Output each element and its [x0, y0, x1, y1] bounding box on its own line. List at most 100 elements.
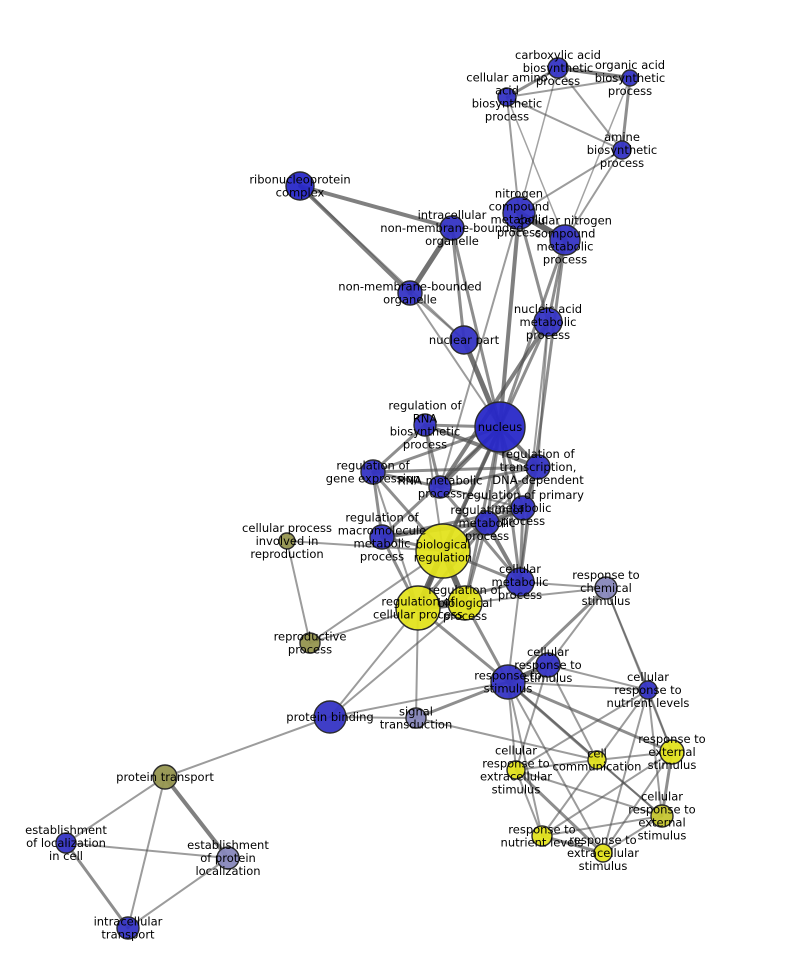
node-organic[interactable] — [621, 69, 639, 87]
node-respext[interactable] — [659, 739, 685, 765]
edge-cellrepro-reproc — [286, 540, 311, 644]
edge-carboxylic-nitrogen — [518, 67, 559, 214]
node-cellrepro[interactable] — [278, 532, 296, 550]
node-regbioproc[interactable] — [447, 585, 483, 621]
edge-cellrespextra-cellrespext — [515, 769, 663, 817]
node-respnut[interactable] — [531, 825, 553, 847]
edges-layer — [64, 66, 674, 930]
node-amino[interactable] — [497, 87, 517, 107]
edge-respstim-respext — [506, 680, 674, 754]
node-nuclearpart[interactable] — [449, 325, 479, 355]
edge-carboxylic-amine — [557, 67, 623, 151]
node-regtransc[interactable] — [525, 454, 551, 480]
edge-regtransc-reggene — [371, 465, 540, 474]
node-respstim[interactable] — [490, 664, 526, 700]
node-cellmetab[interactable] — [505, 567, 535, 597]
edge-amino-cellnitrogen — [506, 96, 566, 241]
edge-amine-cellnitrogen — [564, 149, 623, 241]
edge-regcellproc-protbind — [329, 607, 419, 718]
node-respextra[interactable] — [593, 843, 613, 863]
edge-nmborg-nucleus — [409, 292, 501, 428]
node-carboxylic[interactable] — [547, 57, 569, 79]
edge-carboxylic-organic — [556, 66, 632, 80]
edge-organic-amino — [506, 77, 631, 98]
node-cellcomm[interactable] — [587, 750, 607, 770]
edge-cellrespextra-respnut — [515, 769, 543, 837]
edge-rnp-nuclearpart — [299, 185, 465, 341]
edge-chemstim-cellrespnut — [605, 587, 649, 691]
node-cellrespext[interactable] — [650, 804, 674, 828]
node-chemstim[interactable] — [594, 576, 618, 600]
node-estprotloc[interactable] — [216, 846, 240, 870]
edge-respstim-respnut — [507, 681, 543, 837]
edge-estlocc-estprotloc — [65, 842, 229, 859]
edge-respext-respextra — [602, 751, 673, 854]
node-prottrans[interactable] — [152, 764, 178, 790]
edge-chemstim-respstim — [506, 586, 608, 684]
node-nitrogen[interactable] — [502, 196, 536, 230]
edge-nitrogen-rnametab — [439, 212, 520, 488]
node-reggene[interactable] — [360, 459, 386, 485]
node-cellnitrogen[interactable] — [549, 224, 581, 256]
node-nucleicacid[interactable] — [533, 307, 563, 337]
edge-rnp-intraorg — [298, 184, 454, 230]
edge-amino-amine — [506, 96, 623, 151]
edge-estlocc-intratrans — [64, 841, 130, 930]
edge-nucleicacid-cellmetab — [519, 321, 549, 583]
edge-regbioproc-protbind — [329, 602, 466, 718]
node-sigtrans[interactable] — [405, 707, 427, 729]
edge-chemstim-cellrespstim — [547, 587, 607, 666]
node-protbind[interactable] — [313, 700, 347, 734]
node-estlocc[interactable] — [55, 832, 77, 854]
edge-prottrans-intratrans — [127, 776, 166, 929]
node-regmetab[interactable] — [474, 510, 500, 536]
node-nmborg[interactable] — [397, 280, 423, 306]
node-rnp[interactable] — [285, 171, 315, 201]
edge-cellrespstim-cellcomm — [547, 664, 598, 761]
node-regmacro[interactable] — [369, 524, 395, 550]
edge-cellrespext-respnut — [541, 815, 663, 837]
edge-cellrespnut-respextra — [602, 689, 649, 854]
node-intratrans[interactable] — [116, 916, 140, 940]
node-reproc[interactable] — [299, 632, 321, 654]
edge-regtransc-rnametab — [438, 465, 540, 489]
node-rnametab[interactable] — [428, 475, 452, 499]
edge-protbind-respstim — [329, 681, 509, 718]
edge-cellrespstim-cellrespnut — [547, 664, 649, 691]
node-cellrespextra[interactable] — [506, 760, 526, 780]
edge-respstim-respextra — [507, 681, 604, 854]
node-regcellproc[interactable] — [395, 585, 441, 631]
edge-protbind-prottrans — [164, 716, 331, 778]
node-regrna[interactable] — [413, 413, 437, 437]
edge-organic-amine — [620, 76, 632, 152]
edge-rnametab-cellmetab — [438, 485, 522, 584]
edge-cellrespnut-cellrespextra — [515, 689, 649, 771]
edge-regmacro-regprimary — [380, 506, 525, 539]
node-regprimary[interactable] — [510, 495, 536, 521]
edge-rnametab-regprimary — [439, 486, 524, 509]
node-nucleus[interactable] — [474, 401, 526, 453]
edge-estprotloc-intratrans — [127, 857, 229, 929]
edge-respext-respnut — [541, 751, 673, 837]
node-intraorg[interactable] — [439, 215, 465, 241]
edge-cellcomm-cellrespext — [596, 759, 663, 817]
edge-respstim-cellrespnut — [507, 681, 649, 691]
edge-amino-nitrogen — [506, 96, 520, 214]
edge-organic-cellnitrogen — [564, 77, 631, 241]
node-cellrespnut[interactable] — [638, 680, 658, 700]
edge-cellrespextra-respextra — [514, 768, 605, 855]
node-cellrespstim[interactable] — [535, 652, 561, 678]
edge-intraorg-nucleus — [450, 226, 502, 429]
node-bioreg[interactable] — [415, 523, 471, 579]
edge-amine-nitrogen — [518, 149, 623, 214]
nodes-layer — [55, 57, 685, 940]
edge-cellnitrogen-nucleus — [498, 238, 567, 429]
edge-regrna-regtransc — [423, 423, 540, 469]
node-amine[interactable] — [612, 140, 632, 160]
edge-intraorg-nmborg — [407, 225, 455, 296]
edge-intraorg-nuclearpart — [450, 226, 466, 342]
edge-regbioproc-chemstim — [464, 587, 607, 604]
